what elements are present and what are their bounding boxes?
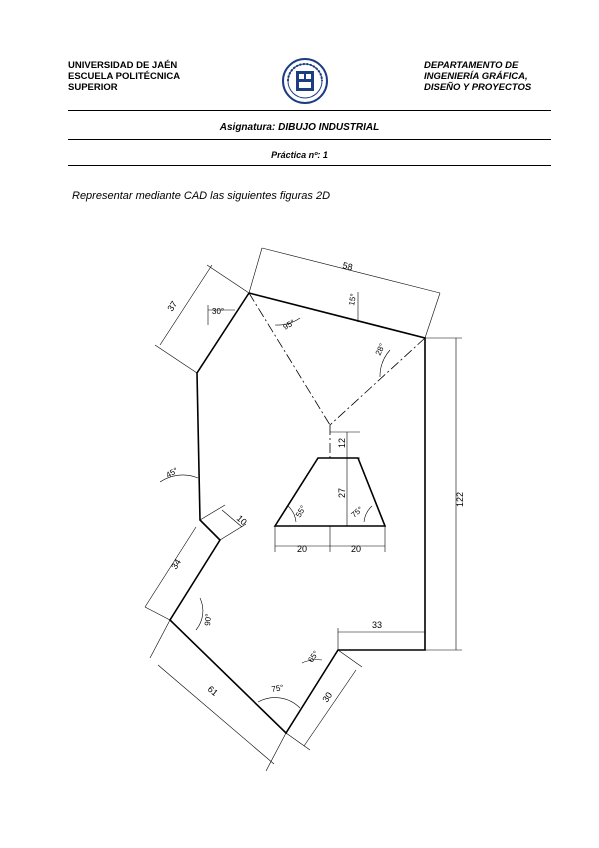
- university-seal-icon: [282, 58, 328, 104]
- dim-20-right: 20: [351, 544, 361, 554]
- university-header: UNIVERSIDAD DE JAÉN ESCUELA POLITÉCNICA …: [68, 60, 180, 93]
- angle-95: 95°: [282, 318, 297, 332]
- dim-34: 34: [169, 557, 183, 571]
- angle-75: 75°: [350, 505, 365, 520]
- angle-90: 90°: [203, 613, 213, 626]
- dim-27: 27: [337, 488, 347, 498]
- department-header: DEPARTAMENTO DE INGENIERÍA GRÁFICA, DISE…: [424, 60, 531, 93]
- angle-30: 30°: [212, 307, 224, 316]
- department-line1: DEPARTAMENTO DE: [424, 60, 519, 71]
- dim-30: 30: [320, 690, 334, 704]
- dim-122: 122: [455, 492, 465, 507]
- department-line2: INGENIERÍA GRÁFICA,: [424, 71, 528, 82]
- angle-55: 55°: [294, 504, 308, 519]
- practice-divider: [68, 165, 551, 166]
- angle-45: 45°: [165, 466, 180, 480]
- school-name-line1: ESCUELA POLITÉCNICA: [68, 71, 181, 82]
- department-line3: DISEÑO Y PROYECTOS: [424, 82, 532, 93]
- school-name-line2: SUPERIOR: [68, 82, 118, 93]
- university-name: UNIVERSIDAD DE JAÉN: [68, 60, 178, 71]
- dim-61: 61: [206, 684, 220, 698]
- dim-10: 10: [235, 513, 249, 527]
- dim-58: 58: [342, 260, 354, 272]
- exercise-instruction: Representar mediante CAD las siguientes …: [72, 190, 331, 202]
- practice-number: Práctica nº: 1: [271, 150, 328, 160]
- subject-divider: [68, 139, 551, 140]
- dim-33: 33: [372, 620, 382, 630]
- dim-37: 37: [165, 299, 179, 313]
- dim-12: 12: [337, 438, 347, 448]
- dim-20-left: 20: [297, 544, 307, 554]
- header-divider: [68, 110, 551, 111]
- angle-15: 15°: [347, 293, 358, 306]
- trapezoid: [273, 457, 387, 527]
- angle-65: 65°: [306, 649, 320, 664]
- angle-75-bottom: 75°: [271, 683, 284, 694]
- subject-title: Asignatura: DIBUJO INDUSTRIAL: [219, 122, 380, 133]
- angle-28: 28°: [374, 342, 387, 357]
- outer-profile: [168, 292, 426, 735]
